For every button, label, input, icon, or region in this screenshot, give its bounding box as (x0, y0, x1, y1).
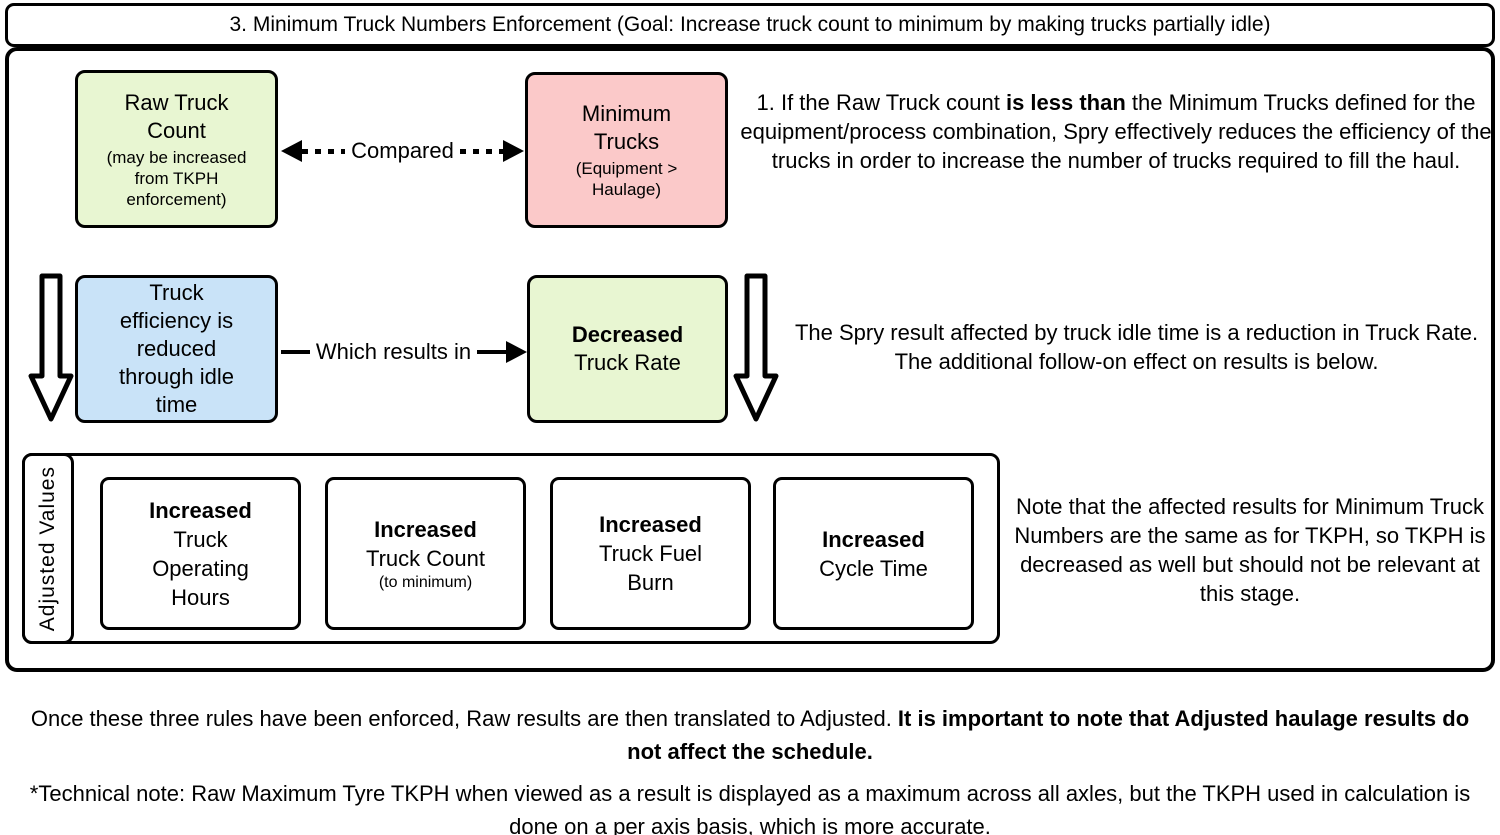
operating-hours-label: Truck Operating Hours (152, 526, 249, 610)
raw-truck-count-box: Raw Truck Count (may be increased from T… (75, 70, 278, 228)
minimum-trucks-subtitle: (Equipment > Haulage) (575, 159, 678, 199)
fuel-burn-label: Truck Fuel Burn (598, 541, 703, 595)
rule1-text: 1. If the Raw Truck count is less than t… (740, 88, 1492, 175)
minimum-trucks-box: Minimum Trucks (Equipment > Haulage) (525, 72, 728, 228)
translated-note-text: Once these three rules have been enforce… (12, 702, 1488, 768)
translated-note-before: Once these three rules have been enforce… (30, 706, 898, 731)
rule1-text-before: 1. If the Raw Truck count (756, 90, 1006, 115)
title-bar: 3. Minimum Truck Numbers Enforcement (Go… (5, 3, 1495, 47)
increased-label: Increased (374, 516, 477, 542)
dashed-line (459, 148, 503, 154)
raw-truck-count-subtitle: (may be increased from TKPH enforcement) (106, 147, 247, 209)
raw-truck-count-title: Raw Truck Count (124, 89, 229, 143)
adjusted-values-tab: Adjusted Values (22, 453, 74, 644)
to-minimum-subnote: (to minimum) (378, 573, 473, 591)
truck-efficiency-text: Truck efficiency is reduced through idle… (119, 280, 234, 417)
increased-truck-count-box: Increased Truck Count (to minimum) (325, 477, 526, 630)
results-label: Which results in (315, 339, 472, 364)
compared-label: Compared (351, 138, 454, 163)
compared-arrow: Compared (281, 138, 524, 163)
tkph-note-text: Note that the affected results for Minim… (1014, 494, 1486, 606)
increased-label: Increased (822, 526, 925, 552)
arrowhead-right-icon (506, 341, 527, 363)
arrowhead-right-icon (503, 140, 524, 162)
arrowhead-left-icon (281, 140, 302, 162)
increased-label: Increased (599, 512, 702, 537)
minimum-trucks-title: Minimum Trucks (581, 101, 672, 154)
increased-cycle-time-box: Increased Cycle Time (773, 477, 974, 630)
solid-line (477, 350, 506, 354)
decreased-truck-rate-box: Decreased Truck Rate (527, 275, 728, 423)
truck-count-label: Truck Count (365, 545, 485, 571)
decreased-label: Decreased (571, 322, 684, 347)
increased-fuel-burn-box: Increased Truck Fuel Burn (550, 477, 751, 630)
down-arrow-icon (733, 273, 779, 422)
increased-operating-hours-box: Increased Truck Operating Hours (100, 477, 301, 630)
technical-note-text: *Technical note: Raw Maximum Tyre TKPH w… (29, 781, 1471, 835)
results-arrow: Which results in (281, 339, 527, 364)
cycle-time-label: Cycle Time (819, 555, 928, 581)
solid-line (281, 350, 310, 354)
page-title: 3. Minimum Truck Numbers Enforcement (Go… (229, 13, 1271, 36)
dashed-line (302, 148, 346, 154)
translated-note-bold: It is important to note that Adjusted ha… (627, 706, 1470, 764)
truck-rate-label: Truck Rate (574, 350, 681, 375)
rule1-text-bold: is less than (1005, 90, 1126, 115)
rule2-text: The Spry result affected by truck idle t… (794, 320, 1479, 374)
adjusted-values-label: Adjusted Values (36, 465, 59, 632)
increased-label: Increased (149, 497, 252, 523)
down-arrow-icon (28, 273, 74, 422)
rule1-text-after: the Minimum Trucks defined for the equip… (740, 90, 1492, 173)
truck-efficiency-box: Truck efficiency is reduced through idle… (75, 275, 278, 423)
